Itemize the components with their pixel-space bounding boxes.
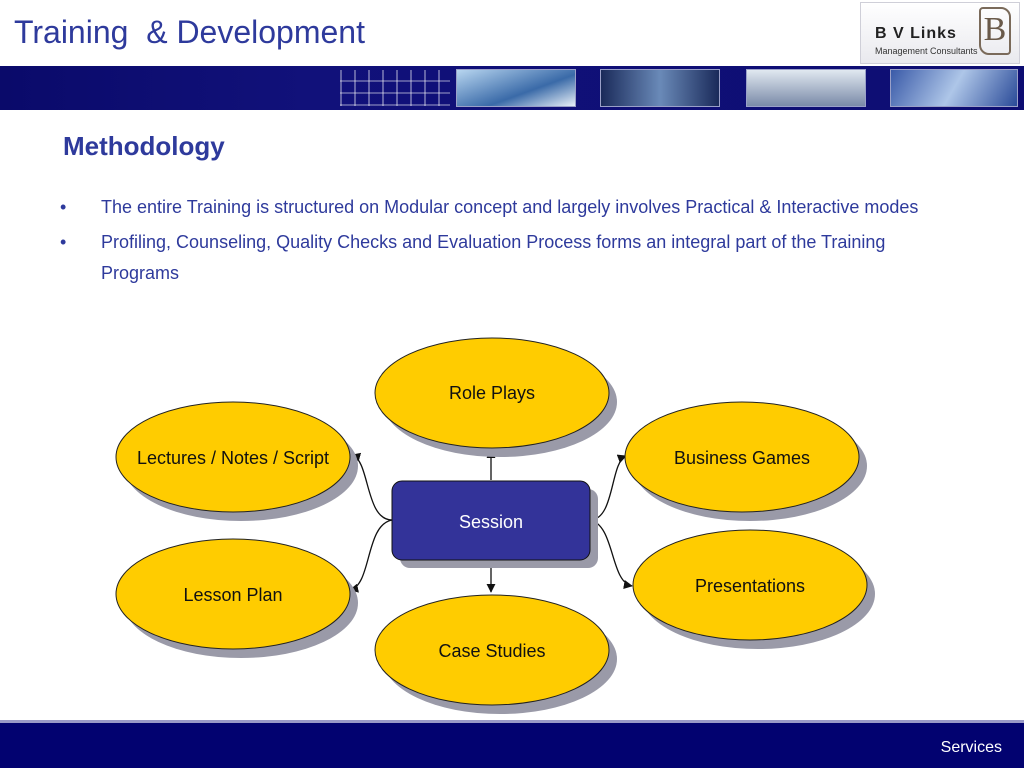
connector-lower-left (349, 519, 393, 593)
node-business-games: Business Games (624, 401, 867, 521)
node-label: Lectures / Notes / Script (137, 448, 329, 468)
node-session: Session (391, 480, 598, 568)
node-label: Presentations (695, 576, 805, 596)
logo-mark-icon: B (979, 7, 1011, 55)
node-lectures: Lectures / Notes / Script (115, 401, 358, 521)
node-lesson-plan: Lesson Plan (115, 538, 358, 658)
banner-photo-skyscraper (456, 69, 576, 107)
node-label: Lesson Plan (183, 585, 282, 605)
logo-subtitle: Management Consultants (875, 46, 978, 56)
node-presentations: Presentations (632, 529, 875, 649)
banner-grid-graphic (340, 70, 450, 106)
footer-services-label: Services (940, 739, 1002, 756)
center-label: Session (459, 512, 523, 532)
section-heading: Methodology (63, 131, 225, 161)
bullet-icon: • (60, 232, 67, 252)
bullet-icon: • (60, 197, 67, 217)
connector-upper-left (351, 452, 393, 521)
node-label: Business Games (674, 448, 810, 468)
logo-name: B V Links (875, 25, 957, 42)
bullet-item: • Profiling, Counseling, Quality Checks … (60, 227, 960, 289)
bullet-text: The entire Training is structured on Mod… (101, 197, 919, 217)
company-logo: B V Links Management Consultants B (860, 2, 1020, 64)
bullet-item: • The entire Training is structured on M… (60, 192, 960, 223)
node-role-plays: Role Plays (374, 337, 617, 457)
banner-photo-handshake (600, 69, 720, 107)
node-label: Case Studies (438, 641, 545, 661)
bullet-list: • The entire Training is structured on M… (60, 192, 960, 293)
node-case-studies: Case Studies (374, 594, 617, 714)
header-banner (0, 66, 1024, 110)
methodology-diagram: Role Plays Lectures / Notes / Script Bus… (115, 337, 875, 714)
banner-photo-chess (746, 69, 866, 107)
node-label: Role Plays (449, 383, 535, 403)
footer-bar: Services (0, 720, 1024, 768)
page-title: Training & Development (14, 14, 365, 50)
banner-photo-puzzle (890, 69, 1018, 107)
bullet-text: Profiling, Counseling, Quality Checks an… (101, 232, 886, 283)
